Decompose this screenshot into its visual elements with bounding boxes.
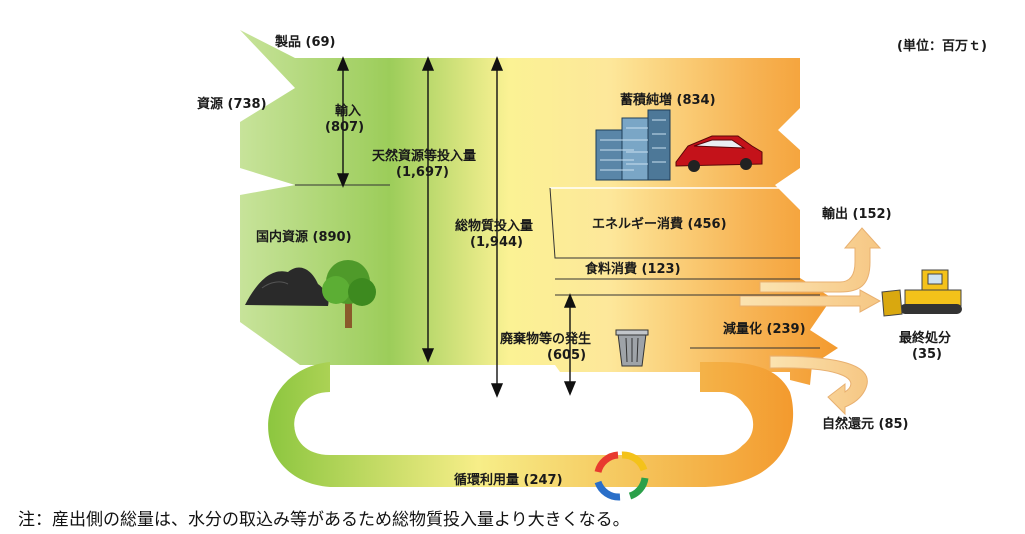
total-input-arrow [490,56,504,398]
footnote: 注：産出側の総量は、水分の取込み等があるため総物質投入量より大きくなる。 [18,510,630,530]
final-disposal-value: (35) [912,347,942,362]
natural-resource-label: 天然資源等投入量 [372,148,476,164]
recycle-loop [268,362,794,487]
bulldozer-icon [881,269,962,317]
natural-resource-value: (1,697) [396,165,449,180]
recycle-label: 循環利用量 (247) [454,472,563,488]
final-disposal-label: 最終処分 [899,330,951,346]
reduction-label: 減量化 (239) [723,321,806,337]
waste-value: (605) [547,348,586,363]
resources-label: 資源 (738) [197,96,267,112]
unit-label: (単位：百万ｔ) [897,38,987,54]
car-icon [675,135,763,172]
products-label: 製品 (69) [274,34,336,50]
total-input-value: (1,944) [470,235,523,250]
trash-bin-icon [615,329,649,367]
natural-return-label: 自然還元 (85) [822,416,909,432]
import-arrow [336,56,350,188]
flow-body [240,30,838,385]
import-value: (807) [325,120,364,135]
energy-label: エネルギー消費 (456) [592,216,727,232]
export-label: 輸出 (152) [822,206,892,222]
recycle-loop-inner [294,394,754,453]
buildings-icon [595,109,671,181]
domestic-label: 国内資源 (890) [256,229,352,245]
export-arrow [759,227,882,293]
food-label: 食料消費 (123) [585,261,681,277]
import-label: 輸入 [335,103,361,119]
total-input-label: 総物質投入量 [455,218,533,234]
natural-return-arrow [769,355,868,416]
waste-arrow [563,293,577,396]
tree-icon [322,260,376,328]
natural-resource-arrow [421,56,435,363]
energy-separator [549,187,800,259]
final-disposal-arrow [739,289,882,313]
recycle-icon [594,451,649,501]
accumulation-label: 蓄積純増 (834) [620,92,716,108]
coal-pile-icon [245,267,329,306]
waste-label: 廃棄物等の発生 [499,331,591,347]
